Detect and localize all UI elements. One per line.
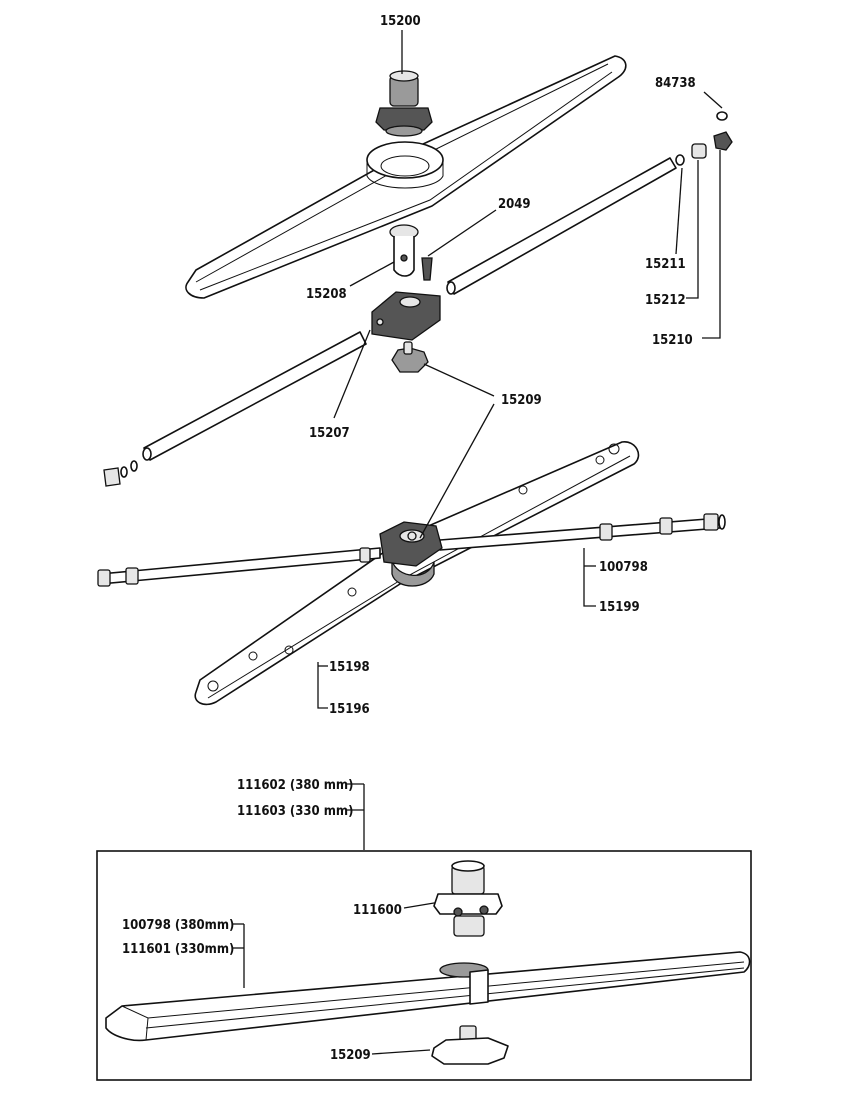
part-2049-screw (421, 257, 433, 281)
label-15212: 15212 (645, 293, 686, 308)
label-15210: 15210 (652, 333, 693, 348)
small-parts-right (675, 111, 733, 166)
label-100798-380: 100798 (380mm) (122, 918, 234, 933)
label-84738: 84738 (655, 76, 696, 91)
label-15196: 15196 (329, 702, 370, 717)
label-15209-top: 15209 (501, 393, 542, 408)
leaders-panel (232, 783, 441, 1055)
label-111601: 111601 (330mm) (122, 942, 234, 957)
label-15207: 15207 (309, 426, 350, 441)
label-15199: 15199 (599, 600, 640, 615)
panel-frame (96, 850, 752, 1081)
label-15208: 15208 (306, 287, 347, 302)
label-111602: 111602 (380 mm) (237, 778, 353, 793)
label-2049: 2049 (498, 197, 531, 212)
leaders-upper (317, 30, 723, 709)
tube-upper-left (142, 331, 367, 461)
panel-spray-arm (105, 951, 751, 1042)
small-parts-left (103, 460, 138, 487)
part-15200-fitting (375, 70, 433, 137)
upper-spray-arm (185, 55, 627, 299)
label-15200: 15200 (380, 14, 421, 29)
part-15207-hub (371, 291, 441, 341)
lower-arm-hub (379, 521, 443, 587)
wash-tube-horizontal (97, 513, 726, 587)
part-15209-nut (391, 341, 429, 373)
label-100798-top: 100798 (599, 560, 648, 575)
label-15198: 15198 (329, 660, 370, 675)
lower-spray-arm (194, 441, 640, 706)
label-111603: 111603 (330 mm) (237, 804, 353, 819)
part-15209-nut-panel (431, 1025, 509, 1065)
labels: 15200 84738 2049 15211 15208 15212 15210… (122, 14, 696, 1063)
label-15211: 15211 (645, 257, 686, 272)
part-111600-fitting (433, 860, 503, 937)
tube-upper-right (446, 157, 677, 295)
label-15209-bottom: 15209 (330, 1048, 371, 1063)
label-111600: 111600 (353, 903, 402, 918)
part-15208-connector (389, 224, 419, 277)
